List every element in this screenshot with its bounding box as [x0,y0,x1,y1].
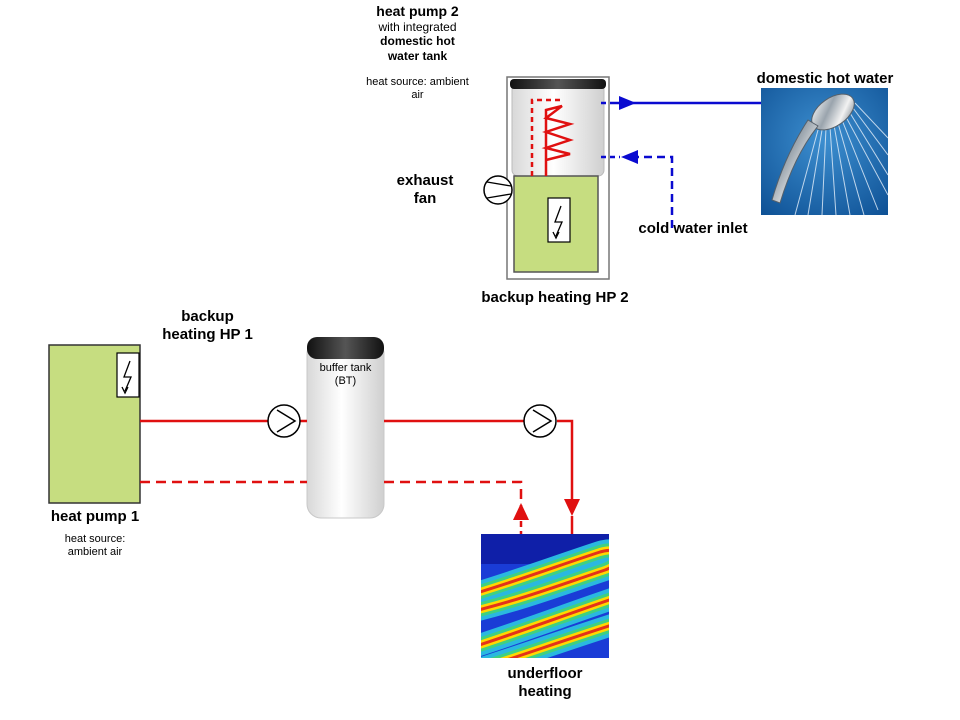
buffer-tank-line1: buffer tank [319,362,372,374]
hp1-source-line2: ambient air [67,546,123,559]
buffer-tank [306,337,385,519]
underfloor-thermal-image [481,534,609,658]
dhw-tank-cap [510,79,606,89]
backup-heating-hp1-line1: backup [181,308,234,325]
hp2-source-label: heat source: ambient air [350,76,485,102]
hp2-title: heat pump 2 [376,3,459,19]
lightning-icon [547,197,571,243]
exhaust-fan-line1: exhaust [396,172,454,189]
buffer-tank-cap [307,337,384,359]
exhaust-fan-line2: fan [413,190,437,207]
hp2-desc-line3: water tank [387,48,448,63]
buffer-tank-line2: (BT) [334,375,357,388]
cold-water-line [601,150,674,228]
hp2-label: heat pump 2 with integrated domestic hot… [350,3,485,63]
hp1-source-label: heat source: ambient air [35,533,155,559]
exhaust-fan-label: exhaust fan [380,172,470,208]
underfloor-line1: underfloor [507,665,583,682]
backup-heating-hp2-label: backup heating HP 2 [481,289,629,306]
return-arrow [513,503,529,520]
cold-water-inlet-label: cold water inlet [638,220,748,237]
backup-heating-hp1-line2: heating HP 1 [162,326,253,343]
hp2-compressor-box [513,175,599,273]
heat-pump-2-unit [506,76,610,280]
fan-icon [483,175,513,205]
supply-arrow [564,499,580,516]
dhw-label: domestic hot water [756,70,894,87]
heat-pump-1-unit [48,344,141,504]
backup-heating-hp1-label: backup heating HP 1 [140,308,275,344]
hp2-source-line1: heat source: ambient [366,76,469,88]
hp1-source-line1: heat source: [64,533,126,545]
dhw-heating-coil [530,98,575,176]
heating-supply-line [140,419,574,534]
hp2-source-line2: air [411,89,424,102]
shower-photo [761,88,888,215]
pump-icon [267,404,301,438]
buffer-tank-label: buffer tank (BT) [307,362,384,388]
underfloor-heating-label: underfloor heating [480,665,610,701]
hp2-desc-line1: with integrated [378,19,457,34]
underfloor-line2: heating [518,683,572,700]
pump-icon [523,404,557,438]
hp1-title: heat pump 1 [50,508,140,525]
hp2-desc-line2: domestic hot [380,34,455,49]
cold-water-arrow [621,150,638,164]
hot-water-arrow [619,96,636,110]
lightning-icon [116,352,140,398]
hot-water-line [601,96,761,110]
